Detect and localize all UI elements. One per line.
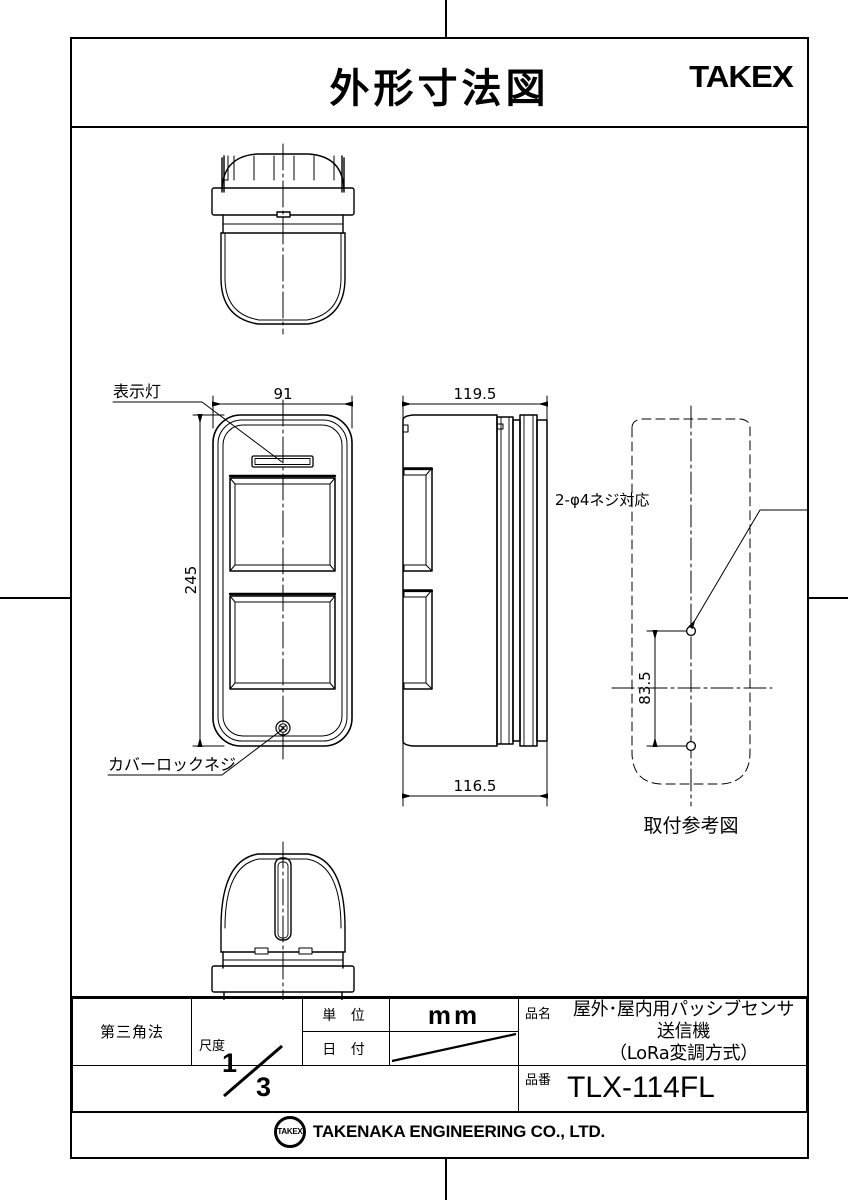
scale-cell: 尺度 1 3 [191, 998, 303, 1102]
registration-mark-top [445, 0, 447, 37]
registration-mark-left [0, 597, 70, 599]
drawing-frame: 外形寸法図 TAKEX [70, 37, 809, 1159]
product-name-cell: 品名 屋外･屋内用パッシブセンサ送信機 （LoRa変調方式） [518, 998, 807, 1066]
drawing-canvas: 91 245 119.5 116.5 83.5 表示灯 カバーロックネジ 2-φ… [72, 128, 807, 1000]
dimension-front-width-label: 91 [273, 385, 292, 403]
product-number-cell: 品番 TLX-114FL [518, 1064, 807, 1112]
unit-label-cell: 単 位 [302, 997, 390, 1033]
takex-mark-icon: TAKEX [273, 1115, 306, 1148]
projection-cell: 第三角法 [72, 998, 192, 1066]
product-name-label: 品名 [525, 1007, 552, 1022]
mounting-view-caption: 取付参考図 [643, 815, 738, 837]
leader-cover-lock-screw [107, 728, 284, 776]
registration-mark-bottom [445, 1159, 447, 1200]
scale-label: 尺度 [199, 1038, 226, 1054]
leader-indicator-lamp [112, 401, 283, 463]
title-block-table: 第三角法 尺度 1 3 単 位 [72, 997, 807, 1112]
dimension-side-top-depth-label: 119.5 [454, 385, 497, 403]
date-label: 日 付 [322, 1041, 370, 1058]
dimension-side-bottom-depth-label: 116.5 [454, 777, 497, 795]
scale-slash-icon [223, 1044, 283, 1098]
date-value-cell [389, 1031, 519, 1066]
projection-label: 第三角法 [99, 1023, 164, 1042]
top-view [211, 153, 355, 325]
date-strike-icon [391, 1033, 517, 1063]
date-label-cell: 日 付 [302, 1031, 390, 1066]
mounting-hole-lower [685, 740, 697, 752]
product-number-label: 品番 [525, 1072, 552, 1088]
dimension-side-top-depth [402, 395, 548, 429]
annotation-indicator-lamp: 表示灯 [113, 382, 161, 401]
company-name: TAKENAKA ENGINEERING CO., LTD. [312, 1121, 606, 1141]
leader-screw-spec [688, 509, 807, 630]
product-number-value: TLX-114FL [567, 1071, 715, 1105]
product-name-line2: （LoRa変調方式） [609, 1042, 758, 1064]
dimension-front-height-label: 245 [182, 566, 200, 595]
unit-value: mm [427, 999, 481, 1030]
dimension-side-bottom-depth [402, 733, 548, 807]
remarks-cell [72, 1064, 519, 1112]
title-block: 第三角法 尺度 1 3 単 位 [72, 996, 807, 1157]
mounting-reference-centerlines [611, 405, 773, 807]
scale-numerator: 1 [222, 1047, 238, 1078]
product-name-line1: 屋外･屋内用パッシブセンサ送信機 [572, 999, 795, 1042]
dimension-mount-hole-pitch-label: 83.5 [636, 671, 654, 704]
technical-drawing-svg: 91 245 119.5 116.5 83.5 表示灯 カバーロックネジ 2-φ… [107, 143, 807, 1000]
dimension-front-width [212, 395, 353, 429]
registration-mark-right [809, 597, 848, 599]
company-footer: TAKEX TAKENAKA ENGINEERING CO., LTD. [72, 1111, 807, 1151]
mounting-reference-outline [631, 418, 751, 785]
unit-value-cell: mm [389, 997, 519, 1033]
mounting-hole-upper [685, 625, 697, 637]
page-title: 外形寸法図 [329, 66, 550, 112]
unit-label: 単 位 [322, 1008, 370, 1025]
annotation-cover-lock-screw: カバーロックネジ [108, 755, 236, 774]
takex-logo: TAKEX [689, 59, 794, 94]
title-bar: 外形寸法図 TAKEX [72, 39, 807, 128]
annotation-screw-spec: 2-φ4ネジ対応 [555, 491, 649, 509]
side-view [402, 414, 548, 747]
dimension-mount-hole-pitch [646, 630, 687, 747]
scale-denominator: 3 [256, 1071, 272, 1102]
